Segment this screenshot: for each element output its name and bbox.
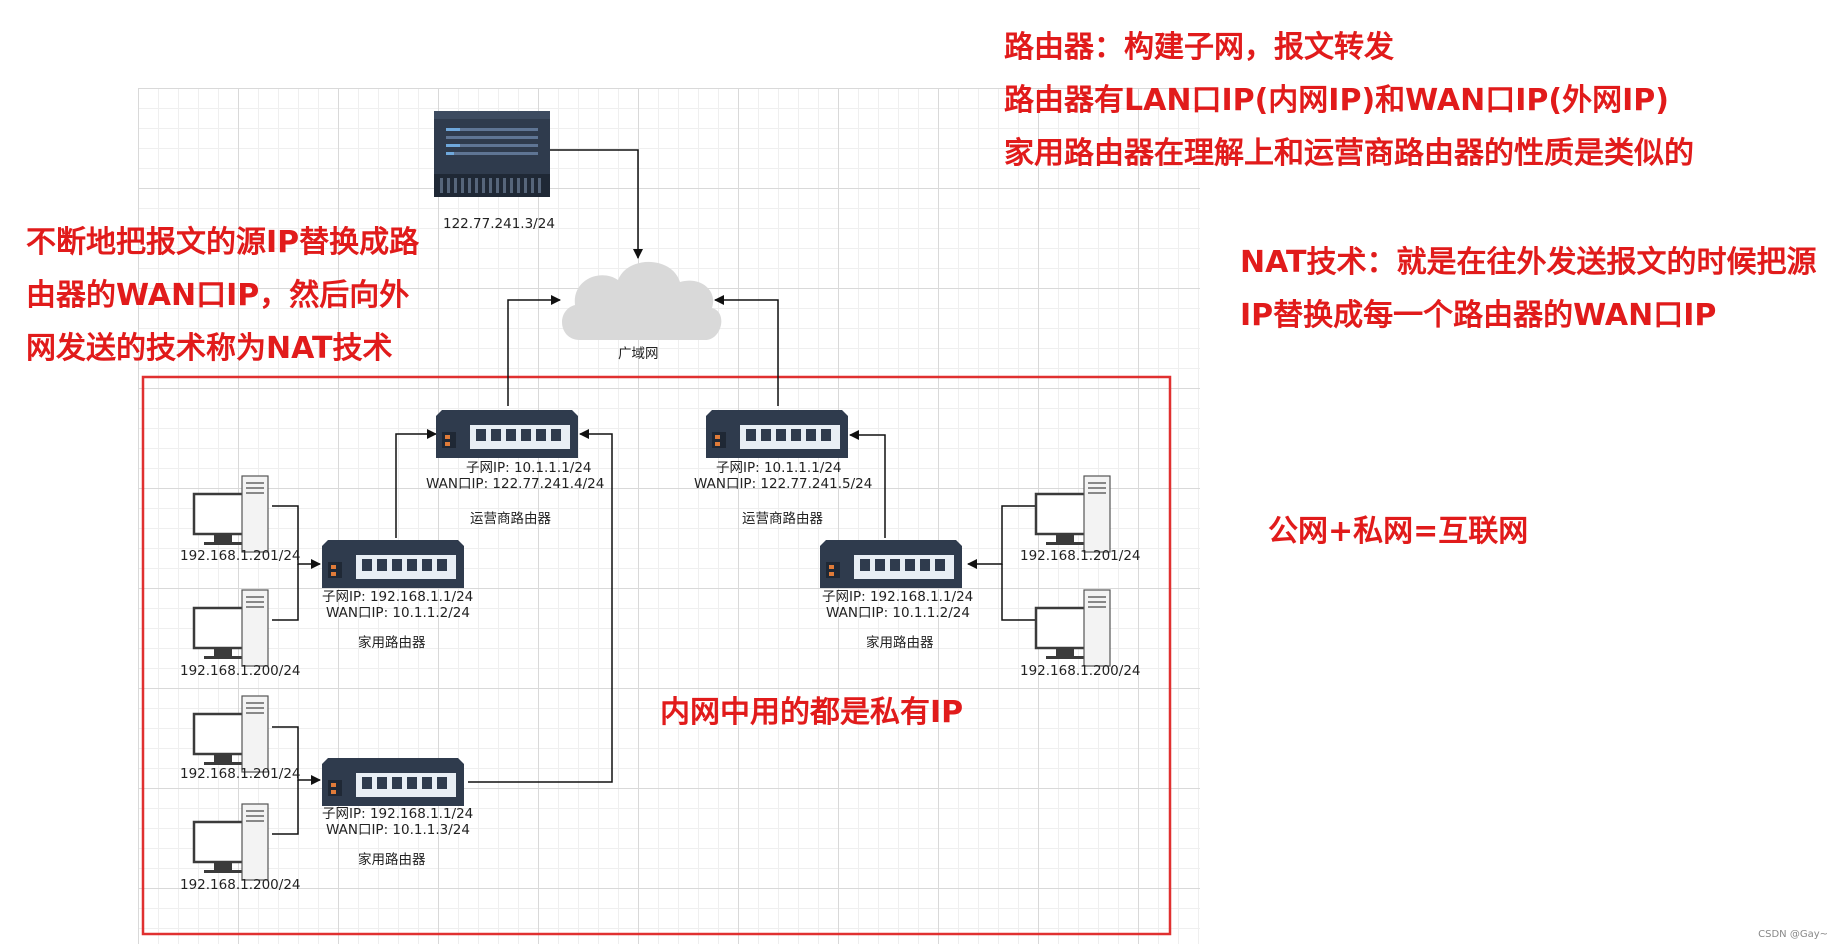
host-computer-icon	[192, 695, 269, 773]
router-note-line: 家用路由器在理解上和运营商路由器的性质是类似的	[1004, 136, 1694, 171]
home-router-2-label: 家用路由器	[358, 851, 426, 868]
host-3-ip: 192.168.1.201/24	[180, 766, 301, 782]
home-router-2-subnet: 子网IP: 192.168.1.1/24	[322, 806, 473, 822]
connection-lines	[272, 149, 1036, 835]
host-4-ip: 192.168.1.200/24	[180, 877, 301, 893]
router-note-line: 路由器有LAN口IP(内网IP)和WAN口IP(外网IP)	[1004, 83, 1669, 118]
nat-left-note-line: 由器的WAN口IP，然后向外	[26, 278, 410, 313]
host-computer-icon	[192, 475, 269, 553]
nat-right-note-line: NAT技术：就是在往外发送报文的时候把源	[1240, 245, 1817, 280]
home-router-1-icon	[322, 540, 464, 588]
home-router-2-wan: WAN口IP: 10.1.1.3/24	[326, 822, 470, 838]
private-ip-note: 内网中用的都是私有IP	[660, 695, 964, 730]
home-router-3-subnet: 子网IP: 192.168.1.1/24	[822, 589, 973, 605]
cloud-icon	[562, 261, 722, 340]
nat-left-notes: 不断地把报文的源IP替换成路 由器的WAN口IP，然后向外 网发送的技术称为NA…	[26, 216, 419, 375]
isp-router-2-icon	[706, 410, 848, 458]
host-computer-icon	[1034, 475, 1111, 553]
home-router-3-label: 家用路由器	[866, 634, 934, 651]
isp-router-2-wan: WAN口IP: 122.77.241.5/24	[694, 476, 872, 492]
home-router-3-wan: WAN口IP: 10.1.1.2/24	[826, 605, 970, 621]
server-icon	[434, 111, 550, 197]
host-computer-icon	[1034, 589, 1111, 667]
host-computer-icon	[192, 803, 269, 881]
isp-router-2-subnet: 子网IP: 10.1.1.1/24	[716, 460, 842, 476]
nat-right-note-line: IP替换成每一个路由器的WAN口IP	[1240, 298, 1717, 333]
isp-router-2-label: 运营商路由器	[742, 511, 823, 527]
private-network-box	[141, 375, 1172, 936]
home-router-1-wan: WAN口IP: 10.1.1.2/24	[326, 605, 470, 621]
router-note-line: 路由器：构建子网，报文转发	[1004, 30, 1394, 65]
formula-note: 公网+私网=互联网	[1268, 514, 1529, 549]
host-5-ip: 192.168.1.201/24	[1020, 548, 1141, 564]
host-computer-icon	[192, 589, 269, 667]
host-1-ip: 192.168.1.201/24	[180, 548, 301, 564]
watermark: CSDN @Gay~	[1758, 929, 1828, 940]
isp-router-1-label: 运营商路由器	[470, 511, 551, 527]
nat-right-notes: NAT技术：就是在往外发送报文的时候把源 IP替换成每一个路由器的WAN口IP	[1240, 236, 1816, 342]
host-2-ip: 192.168.1.200/24	[180, 663, 301, 679]
nat-left-note-line: 网发送的技术称为NAT技术	[26, 331, 393, 366]
home-router-2-icon	[322, 758, 464, 806]
server-ip-label: 122.77.241.3/24	[443, 216, 555, 232]
home-router-1-subnet: 子网IP: 192.168.1.1/24	[322, 589, 473, 605]
isp-router-1-wan: WAN口IP: 122.77.241.4/24	[426, 476, 604, 492]
home-router-1-label: 家用路由器	[358, 634, 426, 651]
router-notes: 路由器：构建子网，报文转发 路由器有LAN口IP(内网IP)和WAN口IP(外网…	[1004, 21, 1694, 180]
grid-background	[138, 88, 1200, 944]
isp-router-1-subnet: 子网IP: 10.1.1.1/24	[466, 460, 592, 476]
cloud-label: 广域网	[618, 346, 659, 362]
nat-left-note-line: 不断地把报文的源IP替换成路	[26, 225, 420, 260]
home-router-3-icon	[820, 540, 962, 588]
isp-router-1-icon	[436, 410, 578, 458]
host-6-ip: 192.168.1.200/24	[1020, 663, 1141, 679]
